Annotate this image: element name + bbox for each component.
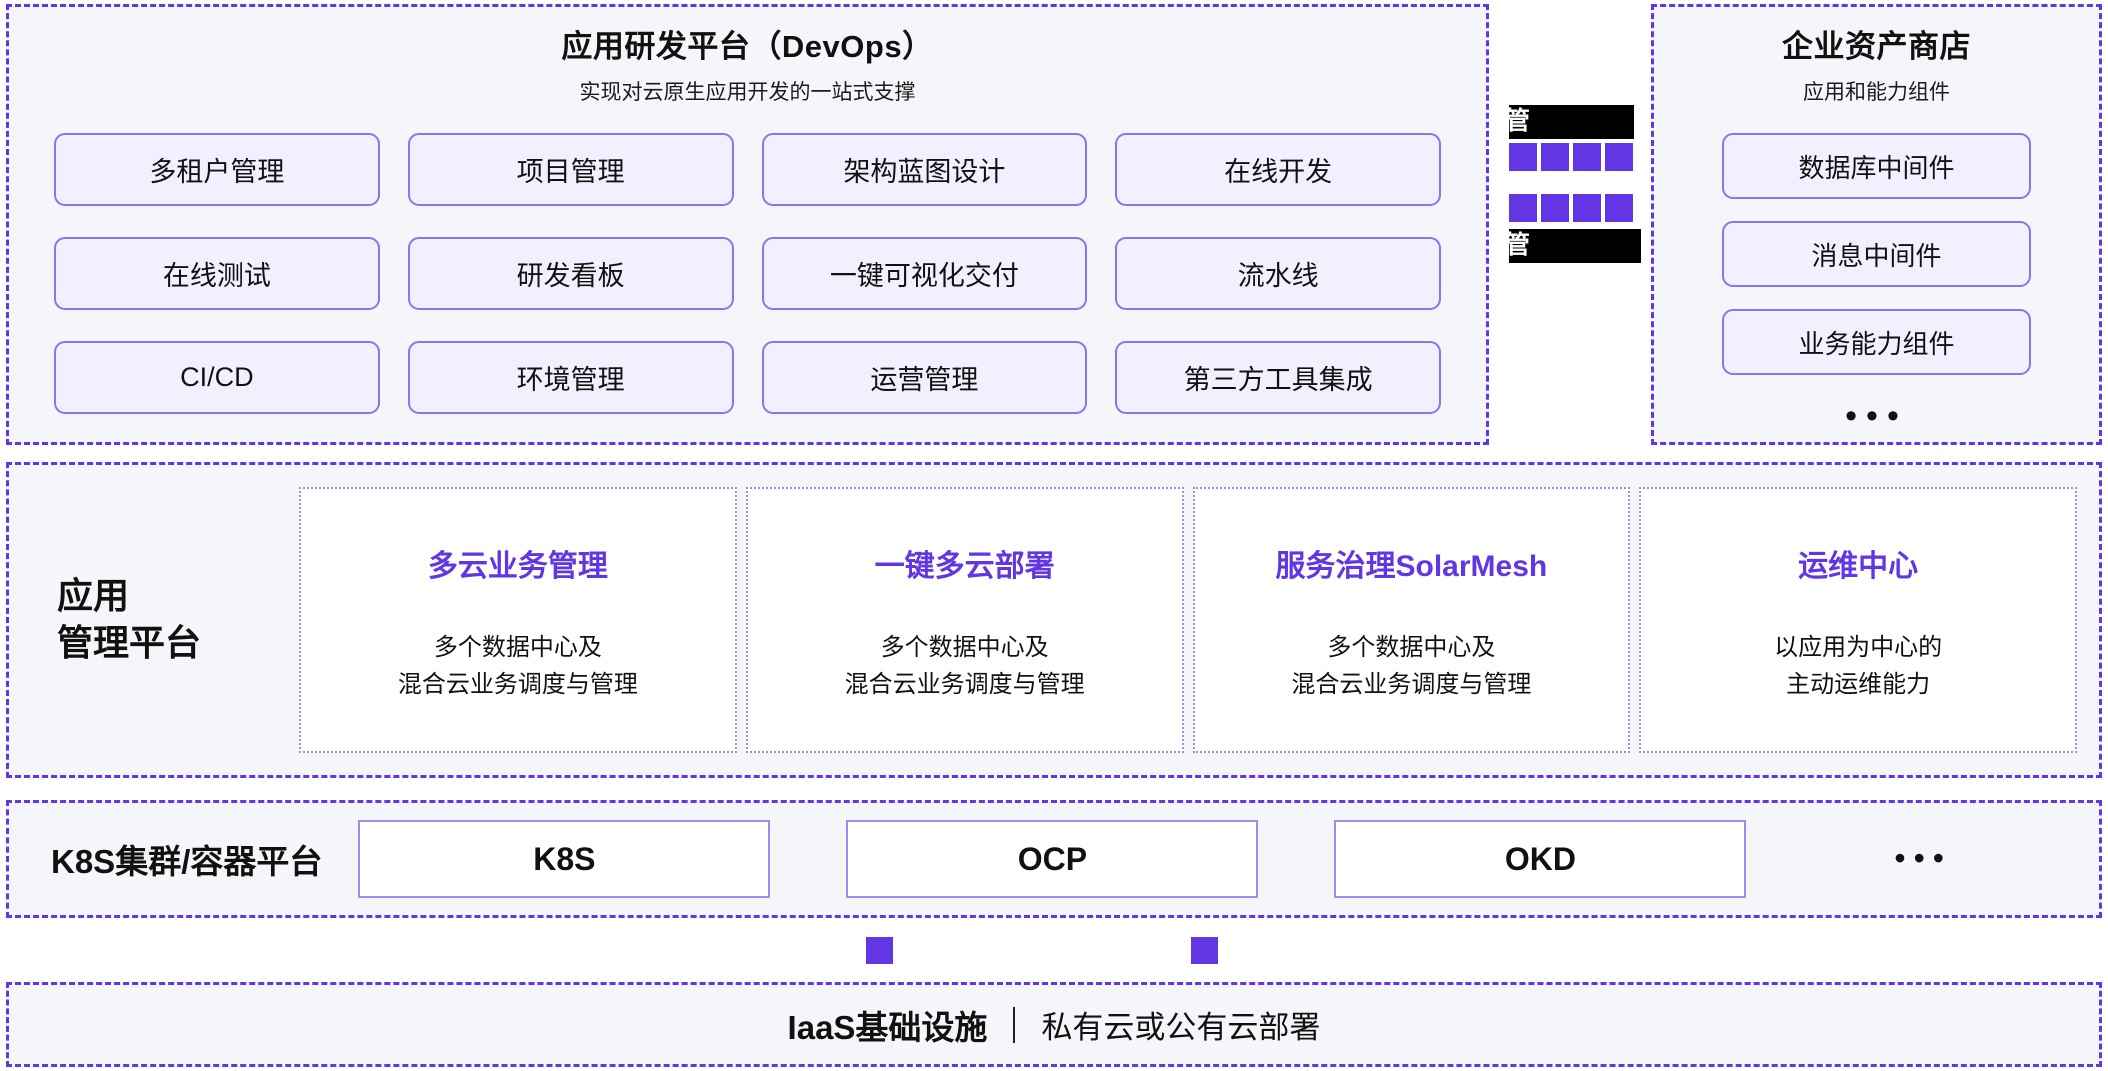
enterprise-asset-store-panel: 企业资产商店 应用和能力组件 数据库中间件 消息中间件 业务能力组件 ••• — [1651, 4, 2102, 445]
redacted-label-bottom: 管 — [1509, 229, 1641, 263]
redacted-label-top: 管 — [1509, 105, 1634, 139]
app-card-service-governance-solarmesh[interactable]: 服务治理SolarMesh 多个数据中心及 混合云业务调度与管理 — [1192, 487, 1631, 753]
k8s-card-row: K8S OCP OKD ••• — [358, 820, 1952, 898]
app-platform-card-row: 多云业务管理 多个数据中心及 混合云业务调度与管理 一键多云部署 多个数据中心及… — [299, 487, 2077, 753]
devops-chip-one-click-delivery[interactable]: 一键可视化交付 — [761, 237, 1088, 310]
app-card-desc: 多个数据中心及 混合云业务调度与管理 — [1291, 634, 1532, 699]
app-card-title: 一键多云部署 — [874, 550, 1055, 583]
app-card-title: 运维中心 — [1798, 550, 1919, 583]
devops-panel-title: 应用研发平台（DevOps） — [561, 29, 934, 64]
iaas-title: IaaS基础设施 — [787, 1008, 988, 1046]
connector-square — [1509, 143, 1537, 171]
app-card-desc: 以应用为中心的 主动运维能力 — [1774, 634, 1943, 699]
devops-chip-third-party-integration[interactable]: 第三方工具集成 — [1115, 341, 1441, 414]
iaas-content: IaaS基础设施 私有云或公有云部署 — [787, 1001, 1321, 1049]
connector-square-left — [866, 937, 893, 964]
connector-square — [1605, 143, 1633, 171]
iaas-description: 私有云或公有云部署 — [1041, 1010, 1321, 1045]
devops-chip-project-management[interactable]: 项目管理 — [407, 133, 734, 206]
application-management-platform-panel: 应用 管理平台 多云业务管理 多个数据中心及 混合云业务调度与管理 一键多云部署… — [6, 462, 2102, 778]
k8s-card-k8s[interactable]: K8S — [358, 820, 771, 898]
devops-capability-grid: 多租户管理 项目管理 架构蓝图设计 在线开发 在线测试 研发看板 一键可视化交付… — [54, 133, 1441, 414]
devops-chip-architecture-design[interactable]: 架构蓝图设计 — [761, 133, 1088, 206]
connector-square — [1605, 194, 1633, 222]
store-panel-title: 企业资产商店 — [1782, 29, 1971, 64]
app-card-desc: 多个数据中心及 混合云业务调度与管理 — [397, 634, 638, 699]
devops-platform-panel: 应用研发平台（DevOps） 实现对云原生应用开发的一站式支撑 多租户管理 项目… — [6, 4, 1489, 445]
devops-chip-online-testing[interactable]: 在线测试 — [54, 237, 380, 310]
connector-squares-top — [1509, 143, 1633, 171]
iaas-infrastructure-panel: IaaS基础设施 私有云或公有云部署 — [6, 982, 2102, 1067]
k8s-card-ocp[interactable]: OCP — [846, 820, 1259, 898]
iaas-divider — [1013, 1006, 1016, 1043]
k8s-panel-label: K8S集群/容器平台 — [51, 843, 323, 880]
store-more-ellipsis: ••• — [1845, 397, 1908, 435]
app-platform-label: 应用 管理平台 — [57, 575, 202, 663]
connector-squares-bottom — [1509, 194, 1633, 222]
middle-connector-column: 管 管 — [1489, 4, 1651, 445]
connector-square — [1541, 143, 1569, 171]
k8s-container-platform-panel: K8S集群/容器平台 K8S OCP OKD ••• — [6, 800, 2102, 918]
connector-square — [1573, 194, 1601, 222]
app-card-title: 服务治理SolarMesh — [1275, 550, 1548, 583]
devops-chip-online-development[interactable]: 在线开发 — [1115, 133, 1441, 206]
store-panel-subtitle: 应用和能力组件 — [1803, 80, 1950, 104]
devops-panel-subtitle: 实现对云原生应用开发的一站式支撑 — [579, 80, 916, 104]
app-card-title: 多云业务管理 — [427, 550, 608, 583]
k8s-card-okd[interactable]: OKD — [1334, 820, 1747, 898]
devops-chip-operations-management[interactable]: 运营管理 — [761, 341, 1088, 414]
store-chip-business-components[interactable]: 业务能力组件 — [1722, 309, 2031, 375]
app-card-desc: 多个数据中心及 混合云业务调度与管理 — [844, 634, 1085, 699]
k8s-more-ellipsis: ••• — [1894, 840, 1952, 877]
devops-chip-cicd[interactable]: CI/CD — [54, 341, 380, 414]
devops-chip-multi-tenant[interactable]: 多租户管理 — [54, 133, 380, 206]
store-component-list: 数据库中间件 消息中间件 业务能力组件 ••• — [1722, 133, 2031, 435]
app-card-multicloud-business[interactable]: 多云业务管理 多个数据中心及 混合云业务调度与管理 — [299, 487, 737, 753]
devops-chip-environment-management[interactable]: 环境管理 — [407, 341, 734, 414]
app-card-one-click-multicloud-deploy[interactable]: 一键多云部署 多个数据中心及 混合云业务调度与管理 — [745, 487, 1184, 753]
devops-chip-pipeline[interactable]: 流水线 — [1115, 237, 1441, 310]
connector-square-right — [1191, 937, 1218, 964]
store-chip-message-middleware[interactable]: 消息中间件 — [1722, 221, 2031, 287]
connector-square — [1573, 143, 1601, 171]
devops-chip-dev-kanban[interactable]: 研发看板 — [407, 237, 734, 310]
app-card-operations-center[interactable]: 运维中心 以应用为中心的 主动运维能力 — [1639, 487, 2077, 753]
connector-square — [1509, 194, 1537, 222]
store-chip-database-middleware[interactable]: 数据库中间件 — [1722, 133, 2031, 199]
connector-square — [1541, 194, 1569, 222]
